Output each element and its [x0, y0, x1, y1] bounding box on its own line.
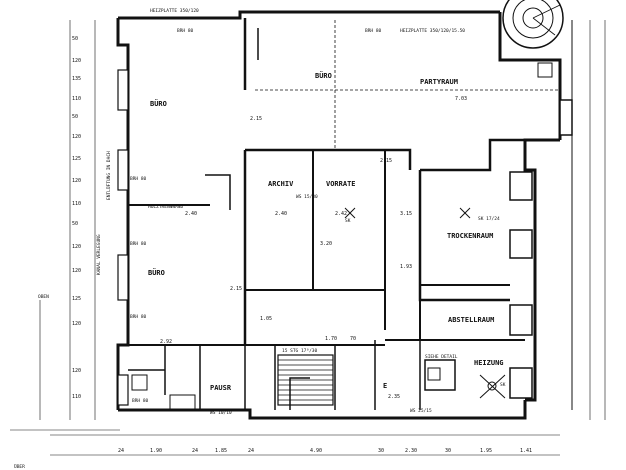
room-heizung: HEIZUNG	[474, 359, 504, 367]
dim-bottom-6: 30	[378, 448, 384, 454]
note-stairs: 15 STG 17⁰/30	[282, 348, 318, 354]
dim-left-7: 120	[72, 178, 81, 184]
dim-int-10: 3.20	[320, 241, 332, 247]
note-sk-2: SK 17/24	[478, 216, 500, 222]
dim-left-10: 120	[72, 244, 81, 250]
room-buero-top-right: BÜRO	[315, 71, 332, 80]
holztrennwand-label: HOLZTRENNWAND	[148, 204, 184, 210]
outer-walls	[116, 10, 573, 420]
note-brh-top-left: BRH 80	[177, 28, 194, 34]
note-e-letter: E	[383, 382, 387, 390]
dim-left-2: 135	[72, 76, 81, 82]
dim-int-2: 2.15	[230, 286, 242, 292]
left-dimensions: 50 120 135 110 50 120 125 120 110 50 120…	[72, 36, 81, 400]
room-trockenraum: TROCKENRAUM	[447, 232, 493, 240]
dim-bottom-8: 30	[445, 448, 451, 454]
interior-dimensions: 2.15 2.40 2.15 2.42 2.40 2.15 3.15 1.70 …	[160, 116, 412, 400]
note-top-2: HEIZPLATTE 350/120/15.50	[400, 28, 465, 34]
stairs	[277, 354, 334, 410]
note-ws-3: WS 15/30	[296, 194, 318, 200]
interior-walls	[128, 18, 525, 410]
dim-left-4: 50	[72, 114, 78, 120]
room-partyraum: PARTYRAUM	[420, 78, 458, 86]
dim-int-6: 3.15	[400, 211, 412, 217]
dim-left-0: 50	[72, 36, 78, 42]
note-siehe-detail: SIEHE DETAIL	[425, 354, 458, 360]
note-ws-2: WS 25/15	[410, 408, 432, 414]
dim-left-3: 110	[72, 96, 81, 102]
dim-left-9: 50	[72, 221, 78, 227]
dim-int-9: 1.05	[260, 316, 272, 322]
dim-bottom-2: 24	[192, 448, 198, 454]
dim-bottom-3: 1.85	[215, 448, 227, 454]
note-brh-bottom: BRH 80	[132, 398, 149, 404]
dim-bottom-9: 1.95	[480, 448, 492, 454]
dim-bottom-7: 2.30	[405, 448, 417, 454]
room-abstellraum: ABSTELLRAUM	[448, 316, 494, 324]
dim-bottom-4: 24	[248, 448, 254, 454]
dim-left-13: 120	[72, 321, 81, 327]
dim-left-1: 120	[72, 58, 81, 64]
note-brh-left-3: BRH 80	[130, 314, 147, 320]
room-vorrate: VORRATE	[326, 180, 356, 188]
dim-left-15: 110	[72, 394, 81, 400]
note-sk-3: SK	[500, 382, 506, 388]
note-left-vertical-2: KANAL VERLEGUNG	[96, 234, 102, 275]
note-ws-1: WS 10/10	[210, 410, 232, 416]
dim-int-4: 2.40	[185, 211, 197, 217]
dim-left-6: 125	[72, 156, 81, 162]
dim-bottom-0: 24	[118, 448, 124, 454]
dim-bottom-1: 1.90	[150, 448, 162, 454]
windows-right	[509, 99, 573, 399]
note-left-side: OBEN	[38, 294, 49, 300]
dim-left-8: 110	[72, 201, 81, 207]
dim-int-7: 1.70	[325, 336, 337, 342]
dim-int-5: 2.15	[380, 158, 392, 164]
note-brh-left-2: BRH 80	[130, 241, 147, 247]
dim-int-1: 2.40	[275, 211, 287, 217]
note-bottom-left: ÜBER	[14, 463, 25, 470]
dim-int-11: 1.93	[400, 264, 412, 270]
dim-int-0: 2.15	[250, 116, 262, 122]
dim-left-14: 120	[72, 368, 81, 374]
note-brh-top-right: BRH 80	[365, 28, 382, 34]
dim-int-13: 2.35	[388, 394, 400, 400]
dim-bottom-5: 4.90	[310, 448, 322, 454]
note-left-vertical-1: ENTLÜFTUNG IN DACH	[105, 151, 112, 200]
note-partyraum-dim: 7.03	[455, 96, 467, 102]
bottom-dimensions: 24 1.90 24 1.85 24 4.90 30 2.30 30 1.95 …	[118, 448, 532, 454]
fixtures	[131, 207, 471, 411]
room-pausr: PAUSR	[210, 384, 232, 392]
room-archiv: ARCHIV	[268, 180, 294, 188]
dim-int-3: 2.42	[335, 211, 347, 217]
note-top-1: HEIZPLATTE 350/120	[150, 8, 199, 14]
room-buero-top: BÜRO	[150, 99, 167, 108]
note-brh-left-1: BRH 80	[130, 176, 147, 182]
dim-left-5: 120	[72, 134, 81, 140]
dim-int-8: 2.92	[160, 339, 172, 345]
dimension-lines	[10, 20, 606, 456]
windows-left	[117, 69, 129, 406]
dim-left-12: 125	[72, 296, 81, 302]
beam-lines	[255, 20, 560, 150]
note-sk-1: SK	[345, 218, 351, 224]
spiral-stair	[502, 0, 564, 78]
room-buero-bottom: BÜRO	[148, 268, 165, 277]
dim-left-11: 120	[72, 268, 81, 274]
dim-int-12: 70	[350, 336, 356, 342]
heating-unit	[424, 359, 506, 399]
dim-bottom-10: 1.41	[520, 448, 532, 454]
